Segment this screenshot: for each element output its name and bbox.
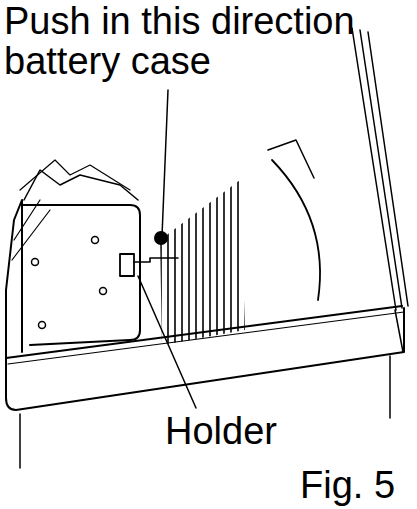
figure-caption: Fig. 5 <box>300 466 412 506</box>
callout-label: Push in this direction battery case <box>4 2 414 82</box>
part-label: Holder <box>165 412 345 452</box>
